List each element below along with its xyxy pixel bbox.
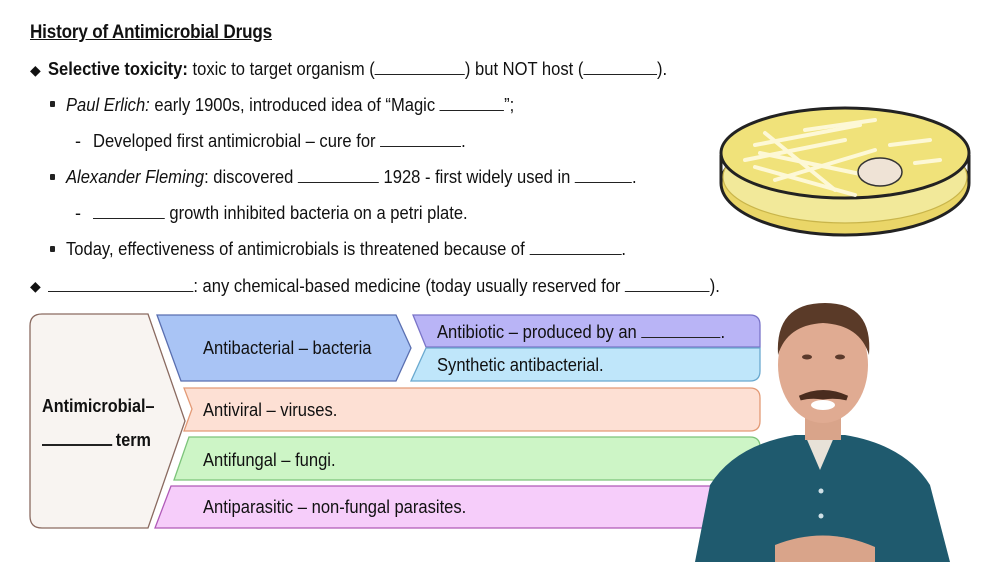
- label-antiparasitic: Antiparasitic – non-fungal parasites.: [203, 497, 467, 517]
- label-antibiotic: Antibiotic – produced by an .: [437, 322, 726, 342]
- fungal-colony: [857, 157, 903, 187]
- antibiotic-shape: [412, 314, 761, 348]
- blank: [439, 96, 505, 111]
- blank: [583, 60, 657, 75]
- slide-title: History of Antimicrobial Drugs: [30, 22, 272, 43]
- bullet-growth-inhibited: growth inhibited bacteria on a petri pla…: [93, 203, 468, 224]
- presenter-video: [695, 303, 950, 562]
- blank: [641, 323, 721, 338]
- blank: [625, 277, 710, 292]
- dash-bullet: -: [75, 203, 81, 223]
- root-shape: [29, 313, 186, 529]
- dash-bullet: -: [75, 131, 81, 151]
- blank: [297, 168, 379, 183]
- label-antifungal: Antifungal – fungi.: [203, 450, 336, 470]
- bullet-dot-icon: [50, 246, 55, 252]
- bullet-chemical-medicine: : any chemical-based medicine (today usu…: [48, 276, 720, 297]
- blank: [380, 132, 462, 147]
- antiviral-shape: [183, 387, 761, 432]
- diamond-bullet-icon: ◆: [30, 278, 41, 294]
- label-antiviral: Antiviral – viruses.: [203, 400, 338, 420]
- blank: [574, 168, 633, 183]
- blank: [374, 60, 465, 75]
- petri-dish-illustration: [719, 106, 971, 237]
- bullet-alexander-fleming: Alexander Fleming: discovered 1928 - fir…: [66, 167, 637, 187]
- root-label-line1: Antimicrobial–: [42, 396, 155, 416]
- bullet-dot-icon: [50, 174, 55, 180]
- diamond-bullet-icon: ◆: [30, 62, 41, 78]
- blank: [42, 430, 113, 446]
- bullet-today-effectiveness: Today, effectiveness of antimicrobials i…: [66, 239, 626, 259]
- root-label-line2: term: [42, 430, 151, 451]
- synthetic-shape: [409, 347, 761, 382]
- blank: [529, 240, 622, 255]
- antibacterial-shape: [156, 314, 412, 382]
- label-synthetic: Synthetic antibacterial.: [437, 355, 604, 375]
- blank: [93, 204, 165, 219]
- bullet-first-antimicrobial: Developed first antimicrobial – cure for…: [93, 131, 466, 151]
- label-antibacterial: Antibacterial – bacteria: [203, 338, 372, 358]
- bullet-selective-toxicity: Selective toxicity: toxic to target orga…: [48, 59, 668, 79]
- blank: [48, 277, 194, 292]
- bullet-dot-icon: [50, 101, 55, 107]
- term-selective-toxicity: Selective toxicity:: [48, 59, 188, 79]
- bullet-paul-erlich: Paul Erlich: early 1900s, introduced ide…: [66, 95, 515, 115]
